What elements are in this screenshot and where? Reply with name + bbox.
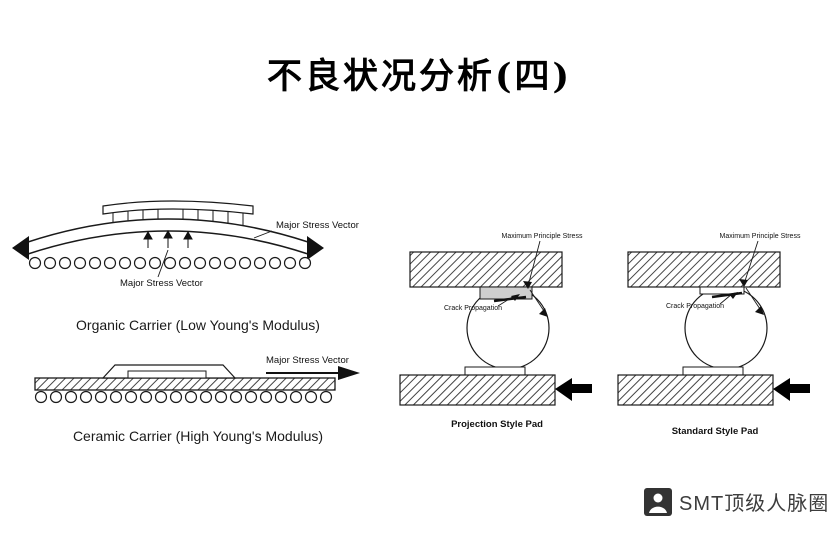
crack-propagation-label: Crack Propagation: [666, 303, 724, 310]
standard-pad-diagram: Maximum Principle Stress Crack Propagati…: [617, 233, 810, 406]
leader-line: [253, 230, 273, 239]
max-principle-stress-label: Maximum Principle Stress: [720, 233, 801, 240]
stress-arrow-right-icon: [338, 366, 360, 380]
leader-line: [743, 240, 759, 285]
arrowhead-icon: [511, 294, 520, 301]
leader-line: [527, 240, 541, 287]
top-substrate: [627, 251, 781, 288]
stress-vector-label: Major Stress Vector: [266, 355, 349, 366]
stress-arrow-left-icon: [12, 236, 29, 260]
crack-propagation-label: Crack Propagation: [444, 305, 502, 312]
organic-carrier-caption: Organic Carrier (Low Young's Modulus): [76, 317, 320, 333]
die-joints: [112, 209, 244, 225]
up-stress-arrows-icon: [143, 229, 193, 248]
shear-arrow-left-icon: [773, 378, 810, 401]
bottom-pad: [682, 366, 744, 376]
die: [102, 200, 254, 215]
standard-pad: [699, 286, 745, 295]
crack: [711, 291, 743, 299]
arrowhead-icon: [523, 281, 532, 289]
stress-vector-label-top: Major Stress Vector: [276, 220, 359, 231]
die: [127, 370, 207, 379]
leader-line: [497, 295, 515, 307]
projection-pad-diagram: Maximum Principle Stress Crack Propagati…: [399, 233, 592, 406]
stress-vector-label-bottom: Major Stress Vector: [120, 278, 203, 289]
arrowhead-icon: [539, 308, 548, 317]
leader-line: [157, 249, 169, 278]
stress-arrow-right-icon: [307, 236, 324, 260]
flat-substrate: [34, 377, 336, 391]
solder-balls: [28, 256, 312, 270]
shear-arrow-left-icon: [555, 378, 592, 401]
bottom-substrate: [617, 374, 774, 406]
watermark-logo-icon: [644, 487, 672, 516]
standard-pad-caption: Standard Style Pad: [671, 426, 759, 437]
max-principle-stress-label: Maximum Principle Stress: [502, 233, 583, 240]
leader-line: [719, 293, 733, 305]
bottom-substrate: [399, 374, 556, 406]
watermark-text: SMT顶级人脉圈: [679, 493, 830, 515]
bottom-pad: [464, 366, 526, 376]
arrowhead-icon: [739, 279, 748, 287]
ceramic-carrier-diagram: Major Stress Vector: [34, 355, 360, 404]
solder-balls: [34, 390, 333, 404]
top-substrate: [409, 251, 563, 288]
arrowhead-icon: [755, 306, 764, 315]
page-title: 不良状况分析(四): [266, 56, 573, 97]
organic-carrier-diagram: Major Stress Vector Major Stress Vector: [12, 200, 359, 289]
projection-pad-caption: Projection Style Pad: [451, 419, 543, 430]
watermark: SMT顶级人脉圈: [644, 487, 829, 516]
arrowhead-icon: [729, 292, 738, 299]
ceramic-carrier-caption: Ceramic Carrier (High Young's Modulus): [72, 428, 324, 444]
